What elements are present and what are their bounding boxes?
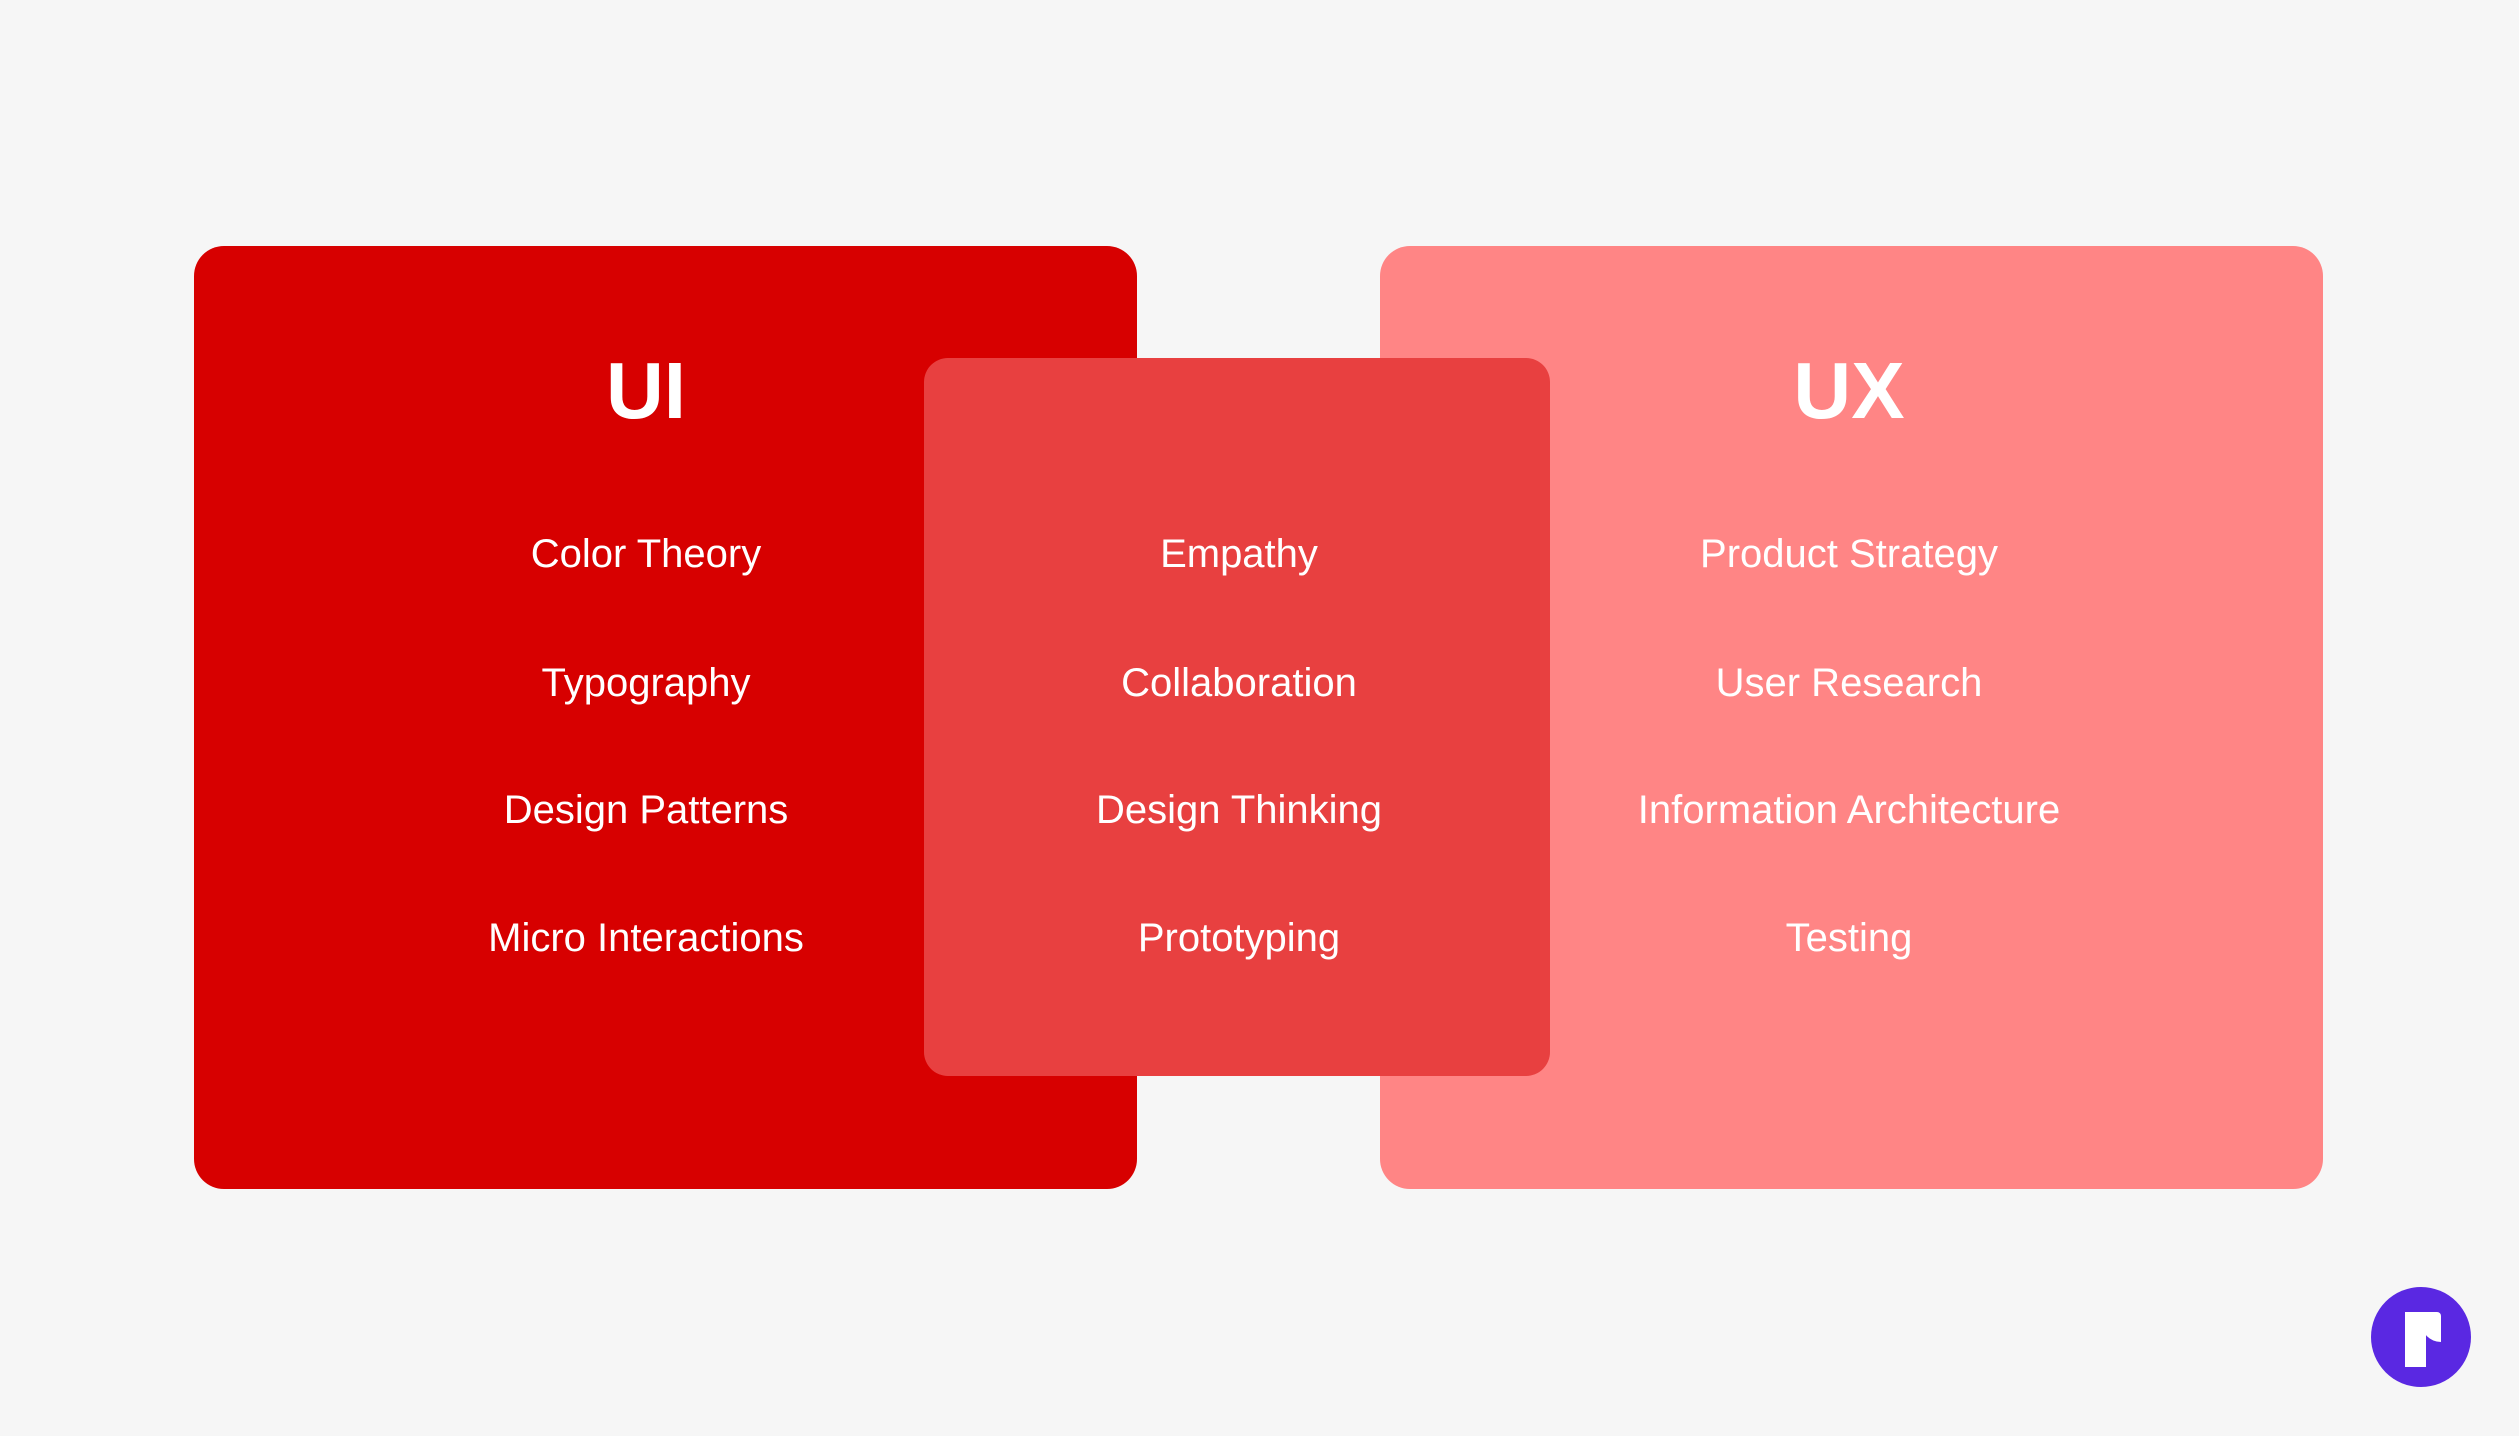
overlap-item: Collaboration — [1121, 661, 1357, 705]
overlap-item: Design Thinking — [1095, 788, 1383, 832]
ux-column: UX Product Strategy User Research Inform… — [1499, 0, 2199, 1436]
ui-column: UI Color Theory Typography Design Patter… — [296, 0, 996, 1436]
brand-logo-icon — [2371, 1287, 2471, 1387]
overlap-item: Empathy — [1160, 532, 1318, 576]
ui-item: Typography — [541, 661, 751, 705]
ui-item: Micro Interactions — [488, 916, 804, 960]
ui-title: UI — [606, 346, 686, 435]
ui-item: Color Theory — [530, 532, 762, 576]
ui-item: Design Patterns — [503, 788, 789, 832]
ux-item: Product Strategy — [1700, 532, 1998, 576]
ux-title: UX — [1793, 346, 1905, 435]
ux-item: User Research — [1715, 661, 1983, 705]
overlap-item: Prototyping — [1137, 916, 1341, 960]
ux-item: Testing — [1785, 916, 1913, 960]
overlap-panel — [924, 358, 1550, 1076]
ux-item: Information Architecture — [1637, 788, 2061, 832]
overlap-column: Empathy Collaboration Design Thinking Pr… — [889, 0, 1589, 1436]
